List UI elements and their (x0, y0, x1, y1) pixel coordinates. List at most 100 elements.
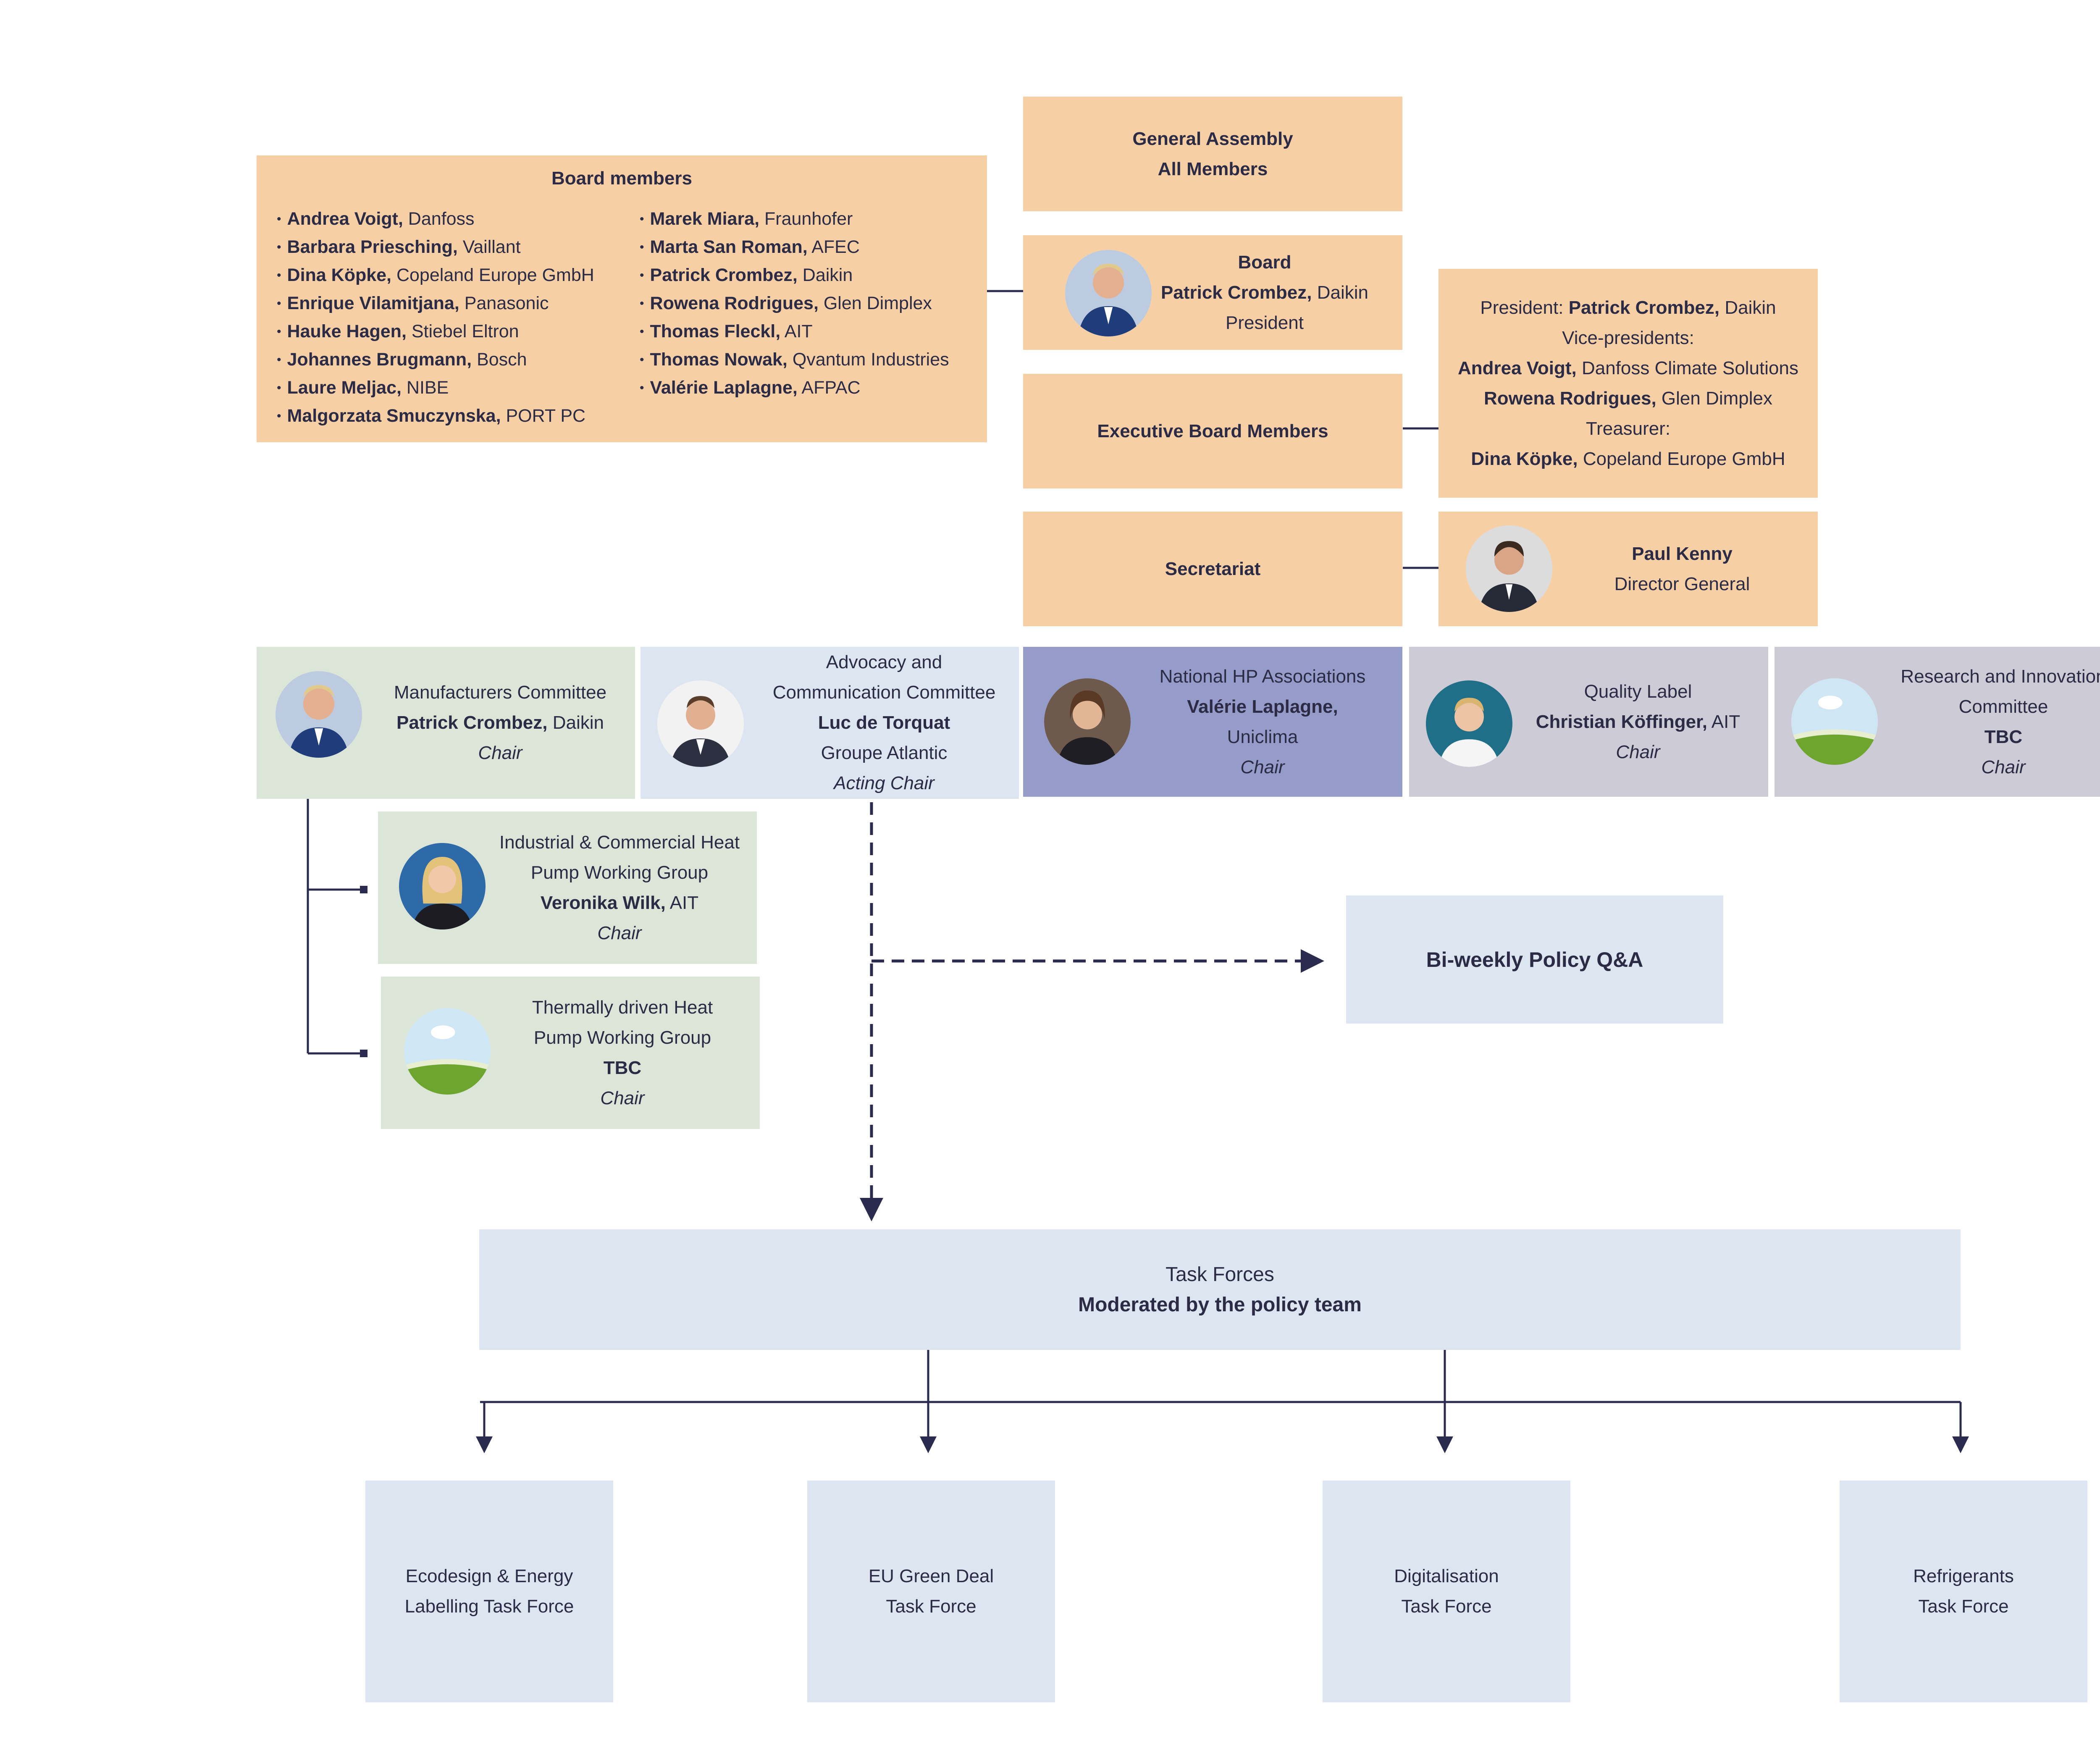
task-force-green-deal: EU Green Deal Task Force (807, 1481, 1055, 1702)
board-members-title: Board members (551, 168, 692, 189)
national-chair-org: Uniclima (1227, 726, 1298, 747)
general-assembly-title: General Assembly (1132, 128, 1293, 149)
board-member-org: Panasonic (459, 293, 549, 313)
placeholder-landscape-icon-2 (404, 1008, 491, 1095)
research-chair-role: Chair (1981, 756, 2026, 777)
director-role: Director General (1614, 573, 1750, 594)
manufacturers-chair-org: Daikin (547, 712, 604, 733)
board-member-item: Rowena Rodrigues, Glen Dimplex (640, 290, 949, 318)
thermal-chair-role: Chair (600, 1087, 645, 1108)
board-member-item: Thomas Nowak, Qvantum Industries (640, 347, 949, 375)
quality-chair-name: Christian Köffinger, (1536, 711, 1707, 732)
general-assembly-subtitle: All Members (1158, 158, 1268, 179)
secretariat-label: Secretariat (1165, 558, 1261, 579)
executive-board-label: Executive Board Members (1097, 420, 1328, 441)
board-member-item: Marek Miara, Fraunhofer (640, 206, 949, 234)
board-member-name: Laure Meljac, (287, 378, 402, 398)
board-member-item: Laure Meljac, NIBE (277, 375, 594, 403)
board-president-name: Patrick Crombez, (1161, 282, 1312, 303)
director-general-box: Paul Kenny Director General (1438, 512, 1818, 626)
board-members-box: Board members Andrea Voigt, DanfossBarba… (257, 155, 987, 442)
board-member-name: Dina Köpke, (287, 265, 392, 285)
manufacturers-chair-role: Chair (478, 743, 522, 763)
president-org: Daikin (1719, 297, 1776, 318)
task-force-ecodesign-line2: Labelling Task Force (404, 1596, 574, 1617)
quality-chair-role: Chair (1616, 741, 1660, 762)
treasurer-label: Treasurer: (1586, 418, 1671, 439)
thermal-wg-line1: Thermally driven Heat (532, 997, 713, 1018)
quality-label-box: Quality Label Christian Köffinger, AIT C… (1409, 647, 1768, 797)
board-member-org: Vaillant (457, 237, 521, 257)
board-member-org: Qvantum Industries (787, 349, 949, 370)
task-force-digitalisation-line2: Task Force (1401, 1596, 1492, 1617)
board-member-org: Fraunhofer (759, 209, 853, 229)
thermal-chair-name: TBC (603, 1057, 642, 1078)
board-member-item: Enrique Vilamitjana, Panasonic (277, 290, 594, 318)
policy-qa-label: Bi-weekly Policy Q&A (1426, 948, 1643, 971)
board-member-name: Valérie Laplagne, (650, 378, 798, 398)
industrial-wg-line1: Industrial & Commercial Heat (499, 832, 740, 853)
director-name: Paul Kenny (1632, 543, 1732, 564)
board-member-name: Rowena Rodrigues, (650, 293, 819, 313)
thermal-wg-box: Thermally driven Heat Pump Working Group… (381, 977, 760, 1129)
industrial-wg-box: Industrial & Commercial Heat Pump Workin… (378, 811, 757, 964)
industrial-chair-name: Veronika Wilk, (540, 892, 666, 913)
valerie-laplagne-avatar (1044, 678, 1131, 765)
board-role: President (1226, 312, 1304, 333)
board-member-item: Dina Köpke, Copeland Europe GmbH (277, 262, 594, 290)
board-box: Board Patrick Crombez, Daikin President (1023, 235, 1402, 350)
national-chair-name: Valérie Laplagne, (1187, 696, 1338, 717)
board-member-name: Thomas Nowak, (650, 349, 788, 370)
thermal-wg-line2: Pump Working Group (533, 1027, 711, 1048)
paul-kenny-avatar (1466, 525, 1552, 612)
veronika-wilk-avatar (399, 843, 486, 929)
board-member-org: NIBE (401, 378, 449, 398)
christian-koffinger-avatar (1426, 680, 1512, 767)
task-force-refrigerants: Refrigerants Task Force (1840, 1481, 2087, 1702)
placeholder-landscape-icon (1791, 678, 1878, 765)
board-member-item: Patrick Crombez, Daikin (640, 262, 949, 290)
vice-presidents-label: Vice-presidents: (1562, 327, 1694, 348)
board-member-item: Johannes Brugmann, Bosch (277, 347, 594, 375)
board-member-name: Johannes Brugmann, (287, 349, 472, 370)
board-member-org: Daikin (797, 265, 853, 285)
president-label: President: (1480, 297, 1569, 318)
advocacy-chair-name: Luc de Torquat (818, 712, 950, 733)
board-members-left-list: Andrea Voigt, DanfossBarbara Priesching,… (277, 206, 594, 431)
board-member-item: Valérie Laplagne, AFPAC (640, 375, 949, 403)
board-title: Board (1238, 252, 1292, 273)
manufacturers-committee-title: Manufacturers Committee (394, 682, 607, 703)
advocacy-title-line2: Communication Committee (772, 682, 996, 703)
board-member-org: AIT (780, 321, 813, 341)
board-members-right-list: Marek Miara, FraunhoferMarta San Roman, … (640, 206, 949, 403)
industrial-wg-line2: Pump Working Group (530, 862, 709, 883)
board-member-org: Danfoss (403, 209, 475, 229)
board-member-org: PORT PC (501, 406, 586, 426)
advocacy-chair-role: Acting Chair (834, 773, 934, 793)
national-associations-title: National HP Associations (1159, 666, 1366, 687)
board-member-name: Andrea Voigt, (287, 209, 403, 229)
board-member-org: Glen Dimplex (818, 293, 932, 313)
vp2-org: Glen Dimplex (1656, 388, 1773, 409)
advocacy-chair-org: Groupe Atlantic (821, 743, 948, 763)
board-member-name: Malgorzata Smuczynska, (287, 406, 501, 426)
secretariat-box: Secretariat (1023, 512, 1402, 626)
policy-qa-box: Bi-weekly Policy Q&A (1346, 895, 1723, 1024)
board-member-item: Malgorzata Smuczynska, PORT PC (277, 403, 594, 431)
board-member-org: Stiebel Eltron (406, 321, 519, 341)
advocacy-committee-box: Advocacy and Communication Committee Luc… (640, 647, 1019, 799)
research-title-line2: Committee (1958, 696, 2048, 717)
board-member-org: AFPAC (797, 378, 861, 398)
board-member-name: Marta San Roman, (650, 237, 808, 257)
advocacy-title-line1: Advocacy and (826, 652, 942, 672)
quality-label-title: Quality Label (1584, 681, 1692, 702)
executive-board-box: Executive Board Members (1023, 374, 1402, 488)
task-force-refrigerants-line2: Task Force (1918, 1596, 2009, 1617)
national-associations-box: National HP Associations Valérie Laplagn… (1023, 647, 1402, 797)
general-assembly-box: General Assembly All Members (1023, 97, 1402, 211)
task-force-digitalisation-line1: Digitalisation (1394, 1566, 1499, 1586)
board-member-org: AFEC (807, 237, 860, 257)
board-member-item: Hauke Hagen, Stiebel Eltron (277, 318, 594, 347)
board-member-name: Barbara Priesching, (287, 237, 458, 257)
